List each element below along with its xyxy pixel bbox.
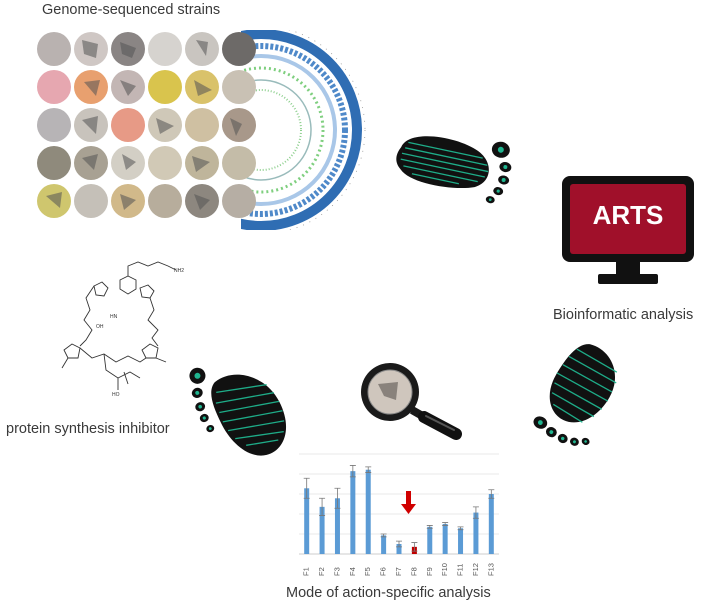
error-bar-F4 [349, 465, 356, 478]
x-tick-label: F6 [379, 567, 388, 576]
red-arrow-indicator [401, 491, 416, 514]
error-bar-F12 [472, 506, 479, 519]
magnifying-glass-icon [361, 363, 462, 440]
genome-circos-ring [241, 30, 366, 230]
bar-F7 [396, 544, 402, 554]
error-bar-F5 [365, 466, 372, 473]
strains-label: Genome-sequenced strains [42, 2, 221, 18]
x-tick-label: F4 [348, 567, 357, 576]
monitor-icon: ARTS [560, 174, 696, 286]
strain-plate-grid [37, 30, 366, 230]
error-bar-F8 [411, 542, 418, 552]
x-tick-label: F10 [440, 563, 449, 576]
mode-of-action-label: Mode of action-specific analysis [286, 585, 491, 601]
bar-F12 [473, 512, 479, 554]
x-tick-label: F8 [409, 567, 418, 576]
bar-F3 [334, 498, 340, 554]
svg-text:HN: HN [110, 314, 118, 320]
arts-text: ARTS [592, 200, 664, 230]
svg-text:OH: OH [96, 324, 104, 330]
x-tick-label: F9 [425, 567, 434, 576]
x-tick-label: F2 [317, 567, 326, 576]
error-bar-F6 [380, 533, 387, 538]
svg-text:NH2: NH2 [174, 268, 184, 274]
bar-F13 [488, 494, 494, 554]
protein-synthesis-inhibitor-label: protein synthesis inhibitor [6, 421, 170, 437]
error-bar-F9 [426, 525, 433, 529]
bar-F11 [458, 528, 464, 554]
x-tick-label: F7 [394, 567, 403, 576]
svg-text:HO: HO [112, 392, 120, 398]
x-tick-label: F13 [486, 563, 495, 576]
bar-F6 [381, 535, 387, 554]
x-tick-label: F3 [332, 567, 341, 576]
bar-F4 [350, 471, 356, 554]
bioinformatic-analysis-label: Bioinformatic analysis [553, 307, 694, 323]
bar-F2 [319, 506, 325, 554]
error-bar-F11 [457, 526, 464, 531]
error-bar-F13 [488, 489, 495, 499]
bar-F9 [427, 526, 433, 554]
x-tick-label: F12 [471, 563, 480, 576]
x-tick-label: F1 [302, 567, 311, 576]
error-bar-F1 [303, 477, 310, 499]
x-tick-label: F5 [363, 567, 372, 576]
footprint-icon [533, 344, 618, 446]
footprint-icon [189, 367, 287, 456]
plate-circles [37, 32, 256, 218]
bar-F1 [304, 488, 310, 554]
bar-F5 [365, 469, 371, 554]
mode-of-action-chart: F1 F2 F3 F4 F5 F6 F7 F8 F9 F10 F11 F12 F13 [299, 453, 499, 576]
footprint-icon [396, 136, 512, 204]
bar-F10 [442, 524, 448, 554]
error-bar-F10 [442, 522, 449, 526]
error-bar-F7 [396, 540, 402, 548]
error-bar-F2 [319, 497, 326, 516]
error-bar-F3 [334, 487, 341, 509]
x-tick-label: F11 [456, 564, 465, 576]
